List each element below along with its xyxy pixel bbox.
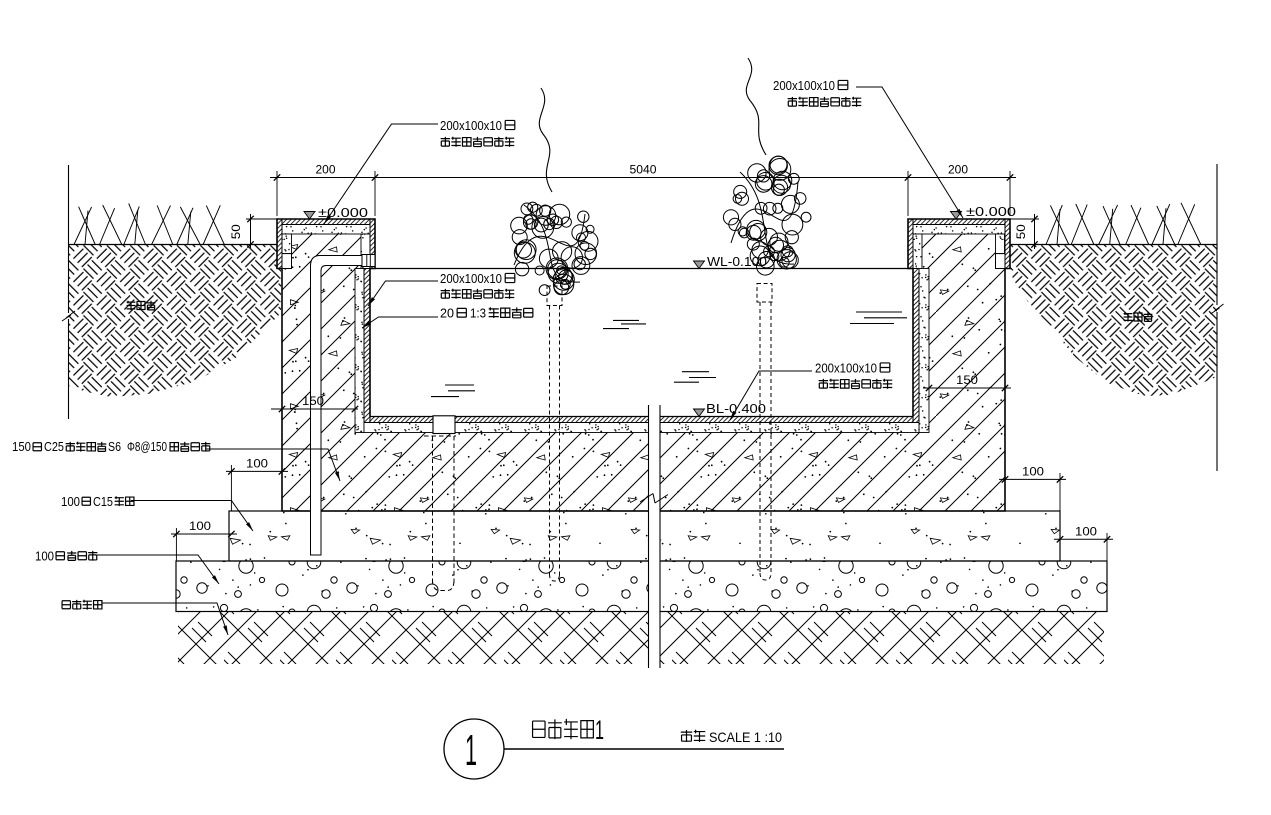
svg-text:100: 100	[1022, 464, 1044, 478]
svg-text:150: 150	[12, 440, 31, 454]
svg-text:200x100x10: 200x100x10	[440, 119, 502, 133]
svg-text:200x100x10: 200x100x10	[440, 272, 502, 286]
svg-text:50: 50	[1014, 224, 1028, 239]
svg-text:C25: C25	[44, 440, 64, 454]
svg-text:C15: C15	[93, 495, 113, 509]
svg-text:100: 100	[1075, 524, 1097, 538]
svg-text:200: 200	[948, 163, 968, 177]
svg-text:100: 100	[61, 495, 80, 509]
svg-text:100: 100	[246, 456, 268, 470]
svg-text:150: 150	[956, 373, 978, 387]
svg-text:S6: S6	[108, 440, 121, 454]
svg-text:100: 100	[35, 550, 54, 564]
svg-text:±0.000: ±0.000	[318, 206, 368, 220]
svg-text:1:3: 1:3	[470, 307, 486, 321]
svg-text:1: 1	[465, 726, 477, 775]
svg-text:100: 100	[189, 519, 211, 533]
svg-text:200: 200	[316, 163, 336, 177]
svg-text:±0.000: ±0.000	[966, 205, 1016, 219]
svg-text:20: 20	[440, 307, 454, 321]
svg-text:WL-0.100: WL-0.100	[707, 255, 767, 269]
svg-text:200x100x10: 200x100x10	[773, 79, 835, 93]
svg-text:5040: 5040	[630, 163, 657, 177]
svg-text:1: 1	[595, 715, 604, 745]
svg-text:50: 50	[229, 224, 243, 239]
svg-text:Φ8@150: Φ8@150	[127, 440, 167, 454]
svg-text:SCALE 1 :10: SCALE 1 :10	[709, 729, 782, 745]
svg-text:200x100x10: 200x100x10	[815, 362, 877, 376]
svg-text:150: 150	[302, 394, 324, 408]
